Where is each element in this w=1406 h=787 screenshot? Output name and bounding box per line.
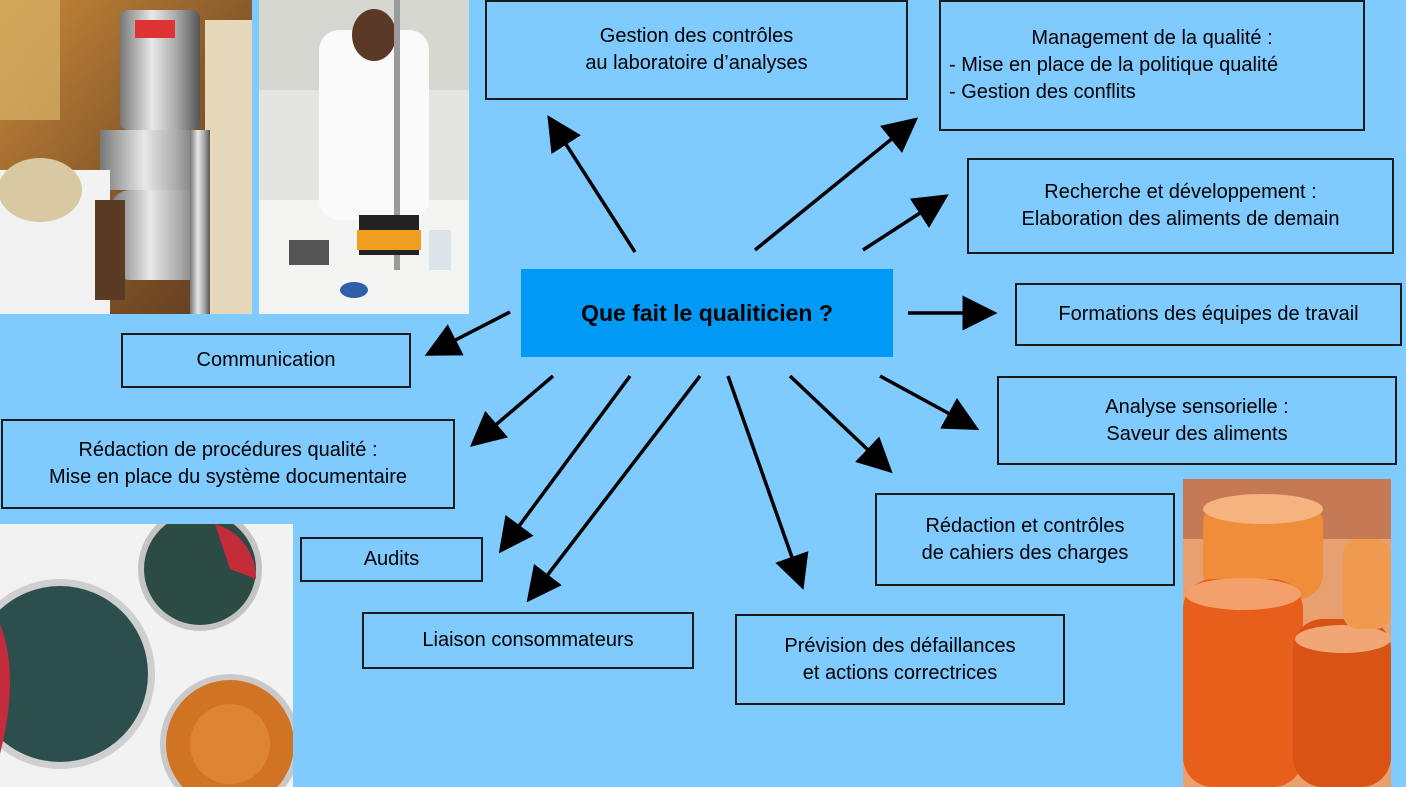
arrow-to-cahiers [788,374,893,474]
box-line: Liaison consommateurs [422,629,634,651]
arrow-to-liaison [526,374,702,603]
box-line: Mise en place du système documentaire [49,466,407,488]
arrow-to-recherche [862,194,949,252]
gestion-controles-box: Gestion des contrôles au laboratoire d’a… [485,0,908,100]
box-line: Recherche et développement : [1044,181,1317,203]
box-line: Analyse sensorielle : [1105,395,1289,418]
box-line: Audits [363,548,420,570]
audits-box: Audits [300,537,483,582]
box-line: Rédaction de procédures qualité : [78,439,378,461]
box-line: au laboratoire d’analyses [585,52,808,74]
management-box: Management de la qualité : - Mise en pla… [939,0,1365,131]
box-line: Gestion des contrôles [599,25,794,47]
arrow-to-audits [498,374,632,554]
box-line: Communication [196,349,336,371]
central-question-node: Que fait le qualiticien ? [521,269,893,357]
box-line: Management de la qualité : [1031,27,1273,49]
chemistry-lab-photo [259,0,469,314]
box-line: et actions correctrices [802,661,998,684]
box-line: - Gestion des conflits [949,81,1136,103]
petri-dishes-photo [0,524,293,787]
cahiers-box: Rédaction et contrôles de cahiers des ch… [875,493,1175,586]
arrow-to-gestion [547,115,637,253]
communication-box: Communication [121,333,411,388]
box-line: Prévision des défaillances [784,634,1016,657]
prevision-box: Prévision des défaillances et actions co… [735,614,1065,705]
box-line: Formations des équipes de travail [1058,303,1359,325]
box-line: Saveur des aliments [1106,422,1288,445]
box-line: Elaboration des aliments de demain [1021,208,1340,230]
recherche-box: Recherche et développement : Elaboration… [967,158,1394,254]
arrow-to-analyse [879,374,980,431]
box-line: Rédaction et contrôles [925,514,1125,537]
redaction-procedures-box: Rédaction de procédures qualité : Mise e… [1,419,455,509]
jam-jars-photo [1183,479,1391,787]
arrow-to-management [753,117,919,252]
formations-box: Formations des équipes de travail [1015,283,1402,346]
analyse-box: Analyse sensorielle : Saveur des aliment… [997,376,1397,465]
central-question-label: Que fait le qualiticien ? [581,299,833,326]
arrow-to-redaction [470,374,555,447]
arrow-to-prevision [726,375,809,590]
box-line: - Mise en place de la politique qualité [949,54,1279,76]
liaison-box: Liaison consommateurs [362,612,694,669]
box-line: de cahiers des charges [921,541,1129,564]
arrow-to-communication [424,310,511,356]
food-production-lab-photo [0,0,252,314]
